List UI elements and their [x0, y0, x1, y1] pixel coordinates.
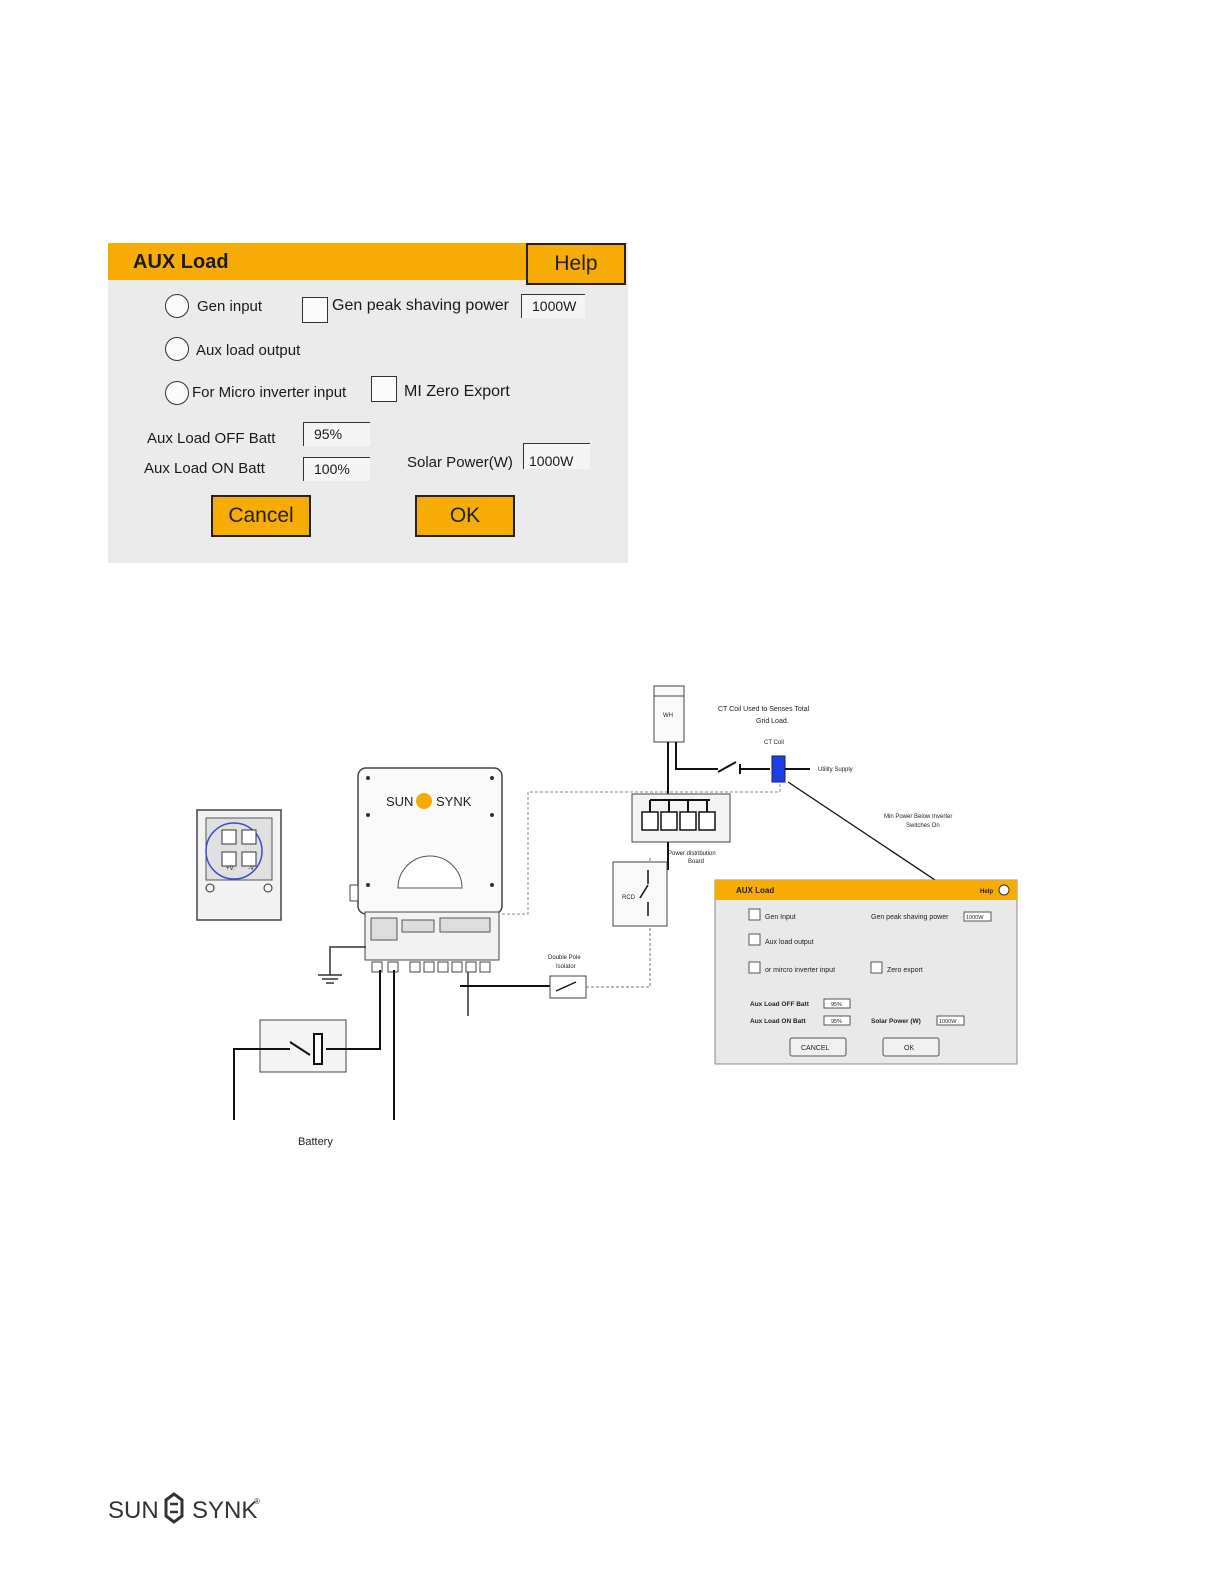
sunsynk-logo-icon: [164, 1492, 184, 1524]
mini-off-batt: Aux Load OFF Batt: [750, 1001, 810, 1008]
min-power-line1: Min Power Below Inverter: [884, 814, 952, 820]
mini-off-value: 95%: [831, 1002, 842, 1008]
isolator-label-1: Double Pole: [548, 955, 581, 961]
mini-zero-export: Zero export: [887, 967, 923, 974]
pdb-label-2: Board: [688, 859, 704, 865]
ct-note-line2: Grid Load.: [756, 718, 789, 725]
distribution-board: Power distribution Board: [631, 793, 731, 870]
ok-button[interactable]: OK: [415, 495, 515, 537]
mini-cancel: CANCEL: [801, 1045, 830, 1052]
earth-symbol: [318, 946, 366, 984]
ct-coil-icon: [771, 755, 786, 783]
aux-load-output-radio[interactable]: [165, 337, 189, 361]
gen-peak-shaving-checkbox[interactable]: [302, 297, 328, 323]
footer-logo: SUN SYNK ®: [108, 1492, 260, 1524]
rcd: RCD: [612, 861, 668, 927]
aux-on-batt-input[interactable]: 100%: [303, 457, 370, 481]
solar-power-input[interactable]: 1000W: [523, 443, 590, 469]
gen-input-label: Gen input: [197, 298, 263, 315]
mini-aux-panel: AUX Load Help Gen Input Gen peak shaving…: [714, 879, 1018, 1065]
aux-load-output-label: Aux load output: [196, 342, 301, 359]
aux-load-header: AUX Load: [108, 243, 528, 280]
mini-gen-peak: Gen peak shaving power: [871, 914, 949, 921]
footer-brand-right: SYNK: [192, 1497, 257, 1524]
inverter-brand-left: SUN: [386, 794, 413, 809]
solar-power-label: Solar Power(W): [407, 454, 513, 471]
mini-ok: OK: [904, 1045, 914, 1052]
mi-zero-export-checkbox[interactable]: [371, 376, 397, 402]
terminal-neg-label: -V.: [248, 866, 255, 872]
ac-wiring: Double Pole Isolator: [460, 780, 781, 1016]
min-power-line2: Switches On: [906, 823, 940, 829]
footer-brand-left: SUN: [108, 1497, 159, 1524]
help-button[interactable]: Help: [526, 243, 626, 285]
cancel-button[interactable]: Cancel: [211, 495, 311, 537]
pdb-label-1: Power distribution: [668, 851, 716, 857]
inverter-brand-right: SYNK: [436, 794, 472, 809]
aux-load-title: AUX Load: [133, 251, 229, 273]
aux-on-batt-label: Aux Load ON Batt: [144, 460, 265, 477]
mini-gen-input: Gen Input: [765, 914, 796, 921]
mi-zero-export-label: MI Zero Export: [404, 383, 510, 400]
ct-coil-label: CT Coil: [764, 740, 784, 746]
isolator-label-2: Isolator: [556, 964, 576, 970]
gen-input-radio[interactable]: [165, 294, 189, 318]
micro-inverter-label: For Micro inverter input: [192, 384, 347, 401]
mini-on-value: 95%: [831, 1019, 842, 1025]
ct-note-line1: CT Coil Used to Senses Total: [718, 706, 810, 713]
utility-label: Utility Supply: [818, 767, 853, 773]
mini-on-batt: Aux Load ON Batt: [750, 1018, 806, 1025]
terminal-pos-label: +V.: [226, 866, 235, 872]
footer-registered: ®: [254, 1497, 260, 1506]
mini-gen-peak-value: 1000W: [966, 915, 984, 921]
mini-help: Help: [980, 889, 993, 895]
aux-off-batt-label: Aux Load OFF Batt: [147, 430, 276, 447]
mini-title: AUX Load: [736, 886, 774, 895]
rcd-label: RCD: [622, 895, 636, 901]
battery-circuit: Battery: [233, 970, 395, 1148]
meter: WH CT Coil Used to Senses Total Grid Loa…: [653, 685, 853, 800]
micro-inverter-radio[interactable]: [165, 381, 189, 405]
wiring-diagram: +V. -V. SUN SYNK: [196, 685, 1018, 1148]
mini-solar-value: 1000W: [939, 1019, 957, 1025]
aux-off-batt-input[interactable]: 95%: [303, 422, 370, 446]
mini-solar: Solar Power (W): [871, 1018, 921, 1025]
gen-peak-shaving-input[interactable]: 1000W: [521, 294, 585, 318]
inverter: SUN SYNK: [349, 767, 503, 973]
mini-aux-output: Aux load output: [765, 939, 814, 946]
battery-label: Battery: [298, 1136, 333, 1148]
mini-micro: or mircro inverter input: [765, 967, 835, 974]
gen-peak-shaving-label: Gen peak shaving power: [332, 297, 509, 314]
inverter-logo-icon: [416, 793, 432, 809]
terminal-closeup: +V. -V.: [196, 809, 282, 921]
wh-label: WH: [663, 713, 673, 719]
mini-help-icon: [998, 884, 1010, 896]
aux-load-panel: AUX Load Help Gen input Gen peak shaving…: [108, 243, 628, 563]
